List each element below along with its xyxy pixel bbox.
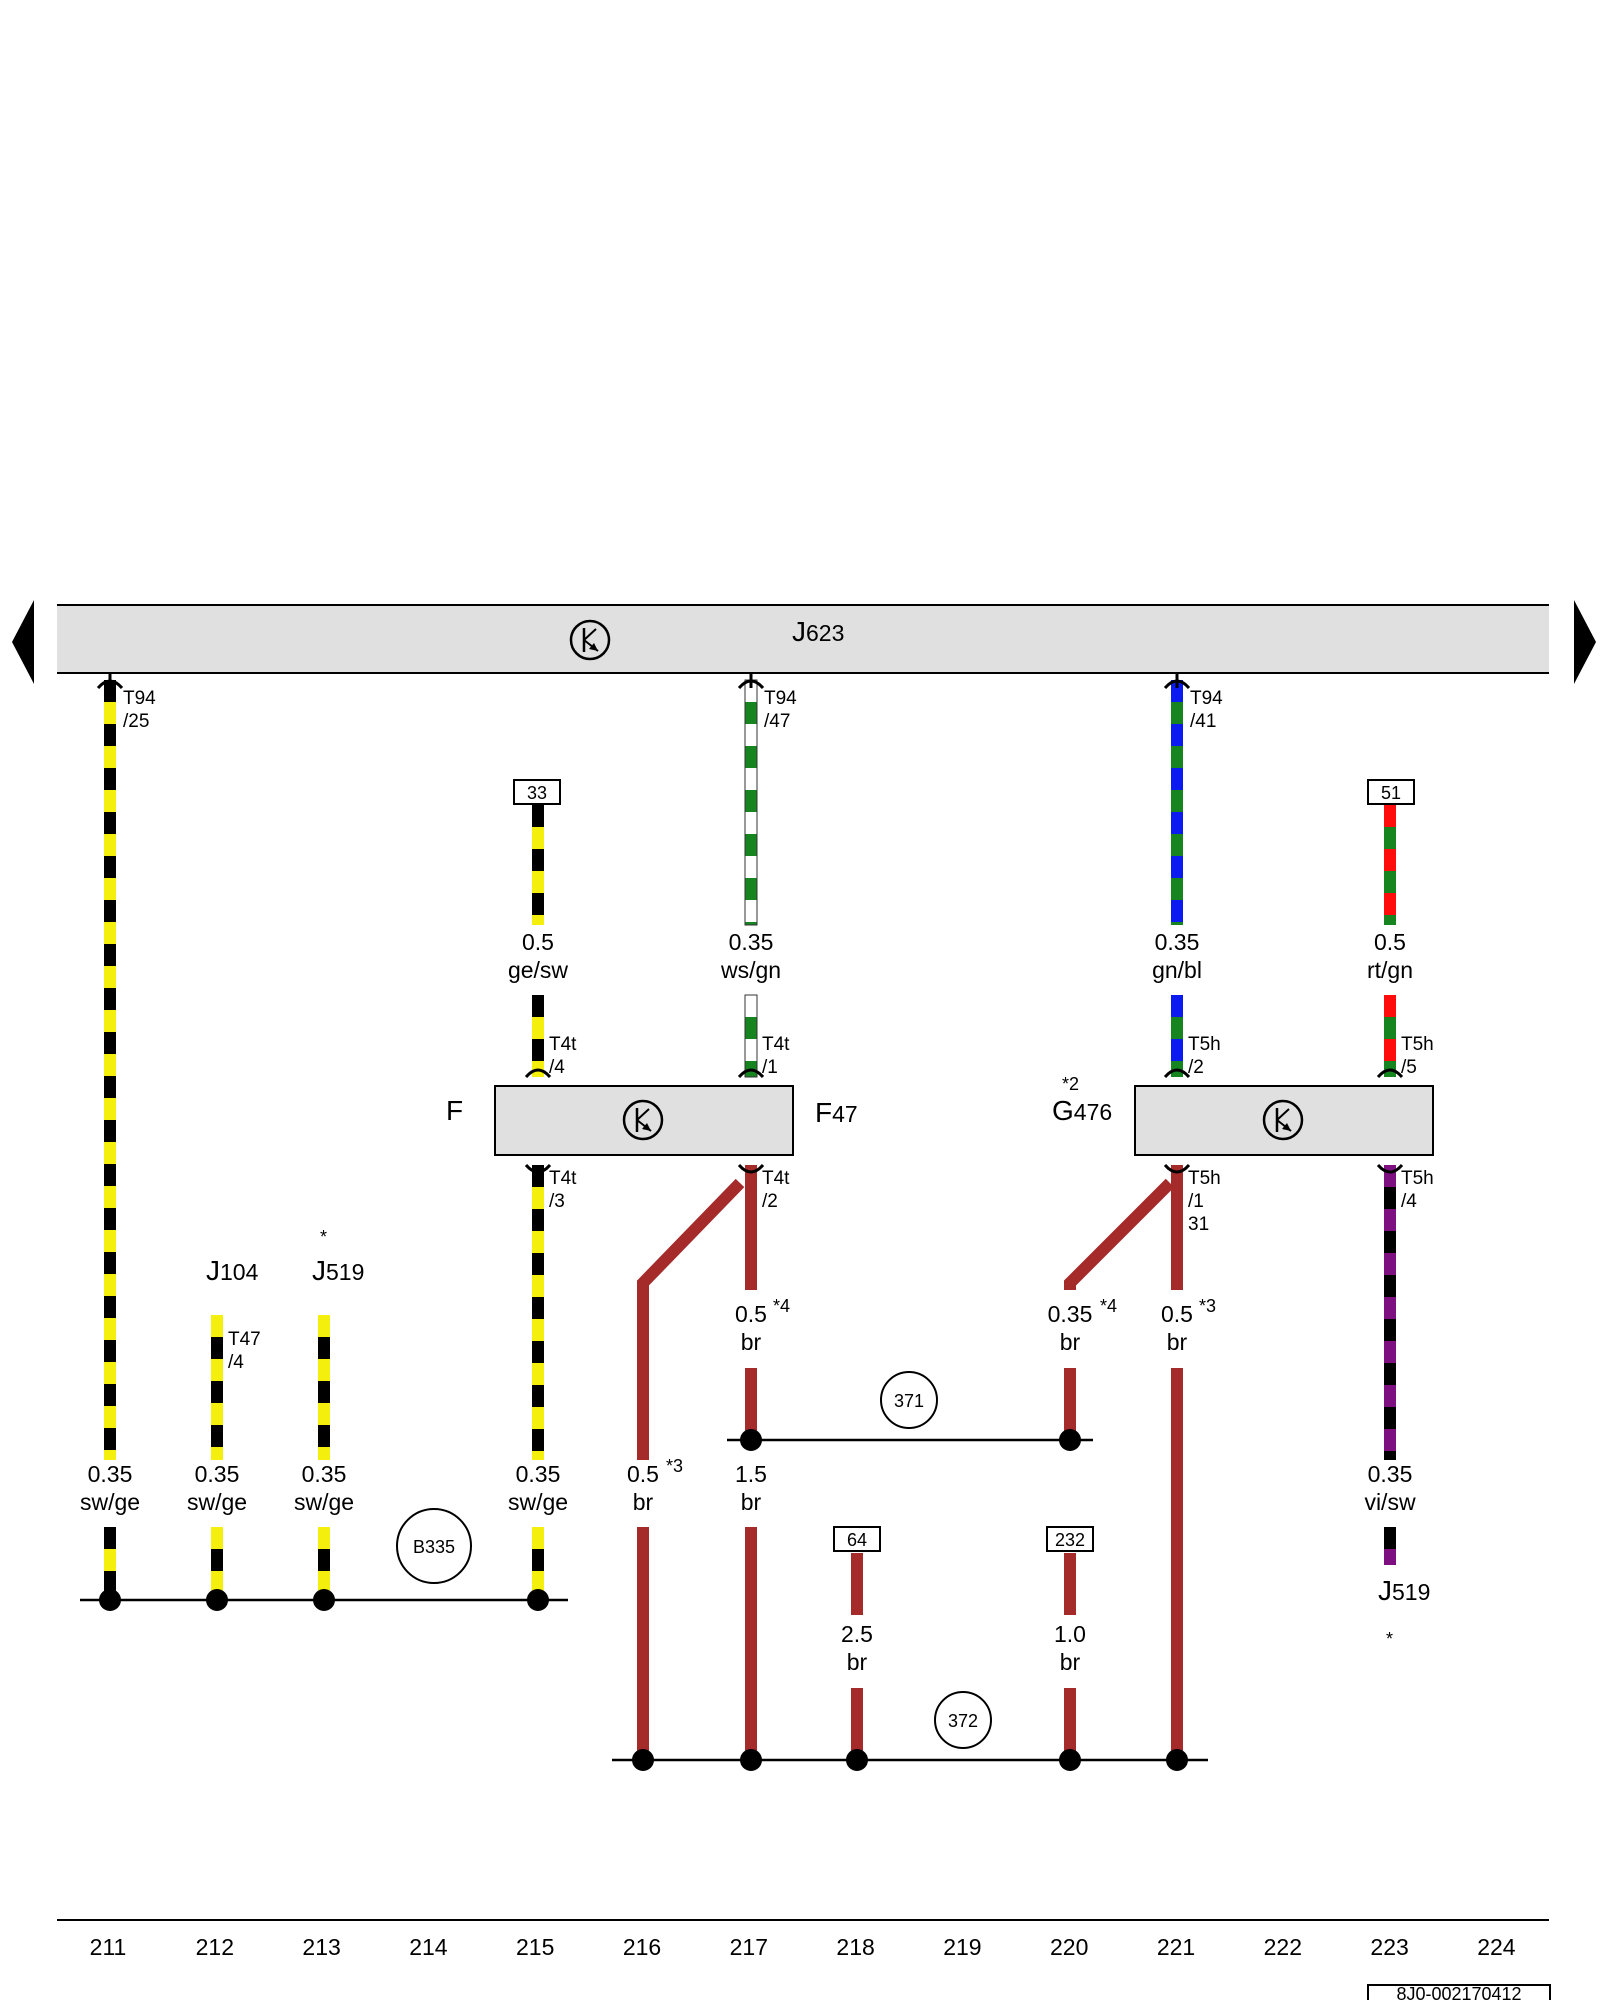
brown-wires bbox=[637, 1165, 1183, 1760]
prev-page-arrow[interactable] bbox=[12, 600, 34, 684]
module-f47[interactable] bbox=[494, 1085, 794, 1156]
svg-text:371: 371 bbox=[894, 1391, 924, 1411]
pin-t47-4: T47/4 bbox=[228, 1329, 261, 1373]
pin-t4t-3: T4t/3 bbox=[549, 1168, 577, 1212]
ground-point-371[interactable]: 371 bbox=[880, 1371, 938, 1429]
column-number: 223 bbox=[1370, 1934, 1408, 1960]
wire-217-mid-outline bbox=[744, 994, 758, 1078]
document-id: 8J0-002170412 bbox=[1367, 1984, 1551, 2000]
column-number: 211 bbox=[90, 1934, 127, 1960]
svg-text:33: 33 bbox=[527, 783, 547, 803]
module-label-j623: J623 bbox=[792, 616, 844, 647]
electronic-symbol-icon bbox=[622, 1099, 664, 1141]
module-note-g476: *2 bbox=[1062, 1074, 1079, 1094]
component-label-j519b: J519 bbox=[1378, 1575, 1430, 1606]
wires bbox=[104, 679, 1396, 1600]
junction-dots bbox=[99, 1429, 1188, 1771]
wire-216[interactable] bbox=[637, 1178, 745, 1460]
component-note-j519a: * bbox=[320, 1227, 327, 1247]
svg-text:232: 232 bbox=[1055, 1530, 1085, 1550]
pin-t94-47: T94/47 bbox=[764, 688, 797, 732]
column-number: 215 bbox=[516, 1934, 554, 1960]
column-number: 217 bbox=[730, 1934, 768, 1960]
svg-text:51: 51 bbox=[1381, 783, 1401, 803]
next-page-arrow[interactable] bbox=[1574, 600, 1596, 684]
module-label-g476: G476 bbox=[1052, 1095, 1112, 1126]
pin-t4t-1: T4t/1 bbox=[762, 1034, 790, 1078]
module-label-f: F bbox=[446, 1095, 463, 1126]
column-number: 224 bbox=[1477, 1934, 1516, 1960]
control-unit-j623[interactable]: J623 bbox=[57, 604, 1549, 674]
column-number: 222 bbox=[1264, 1934, 1302, 1960]
reference-box-33[interactable]: 33 bbox=[513, 779, 561, 805]
pin-t94-25: T94/25 bbox=[123, 688, 156, 732]
ground-point-b335[interactable]: B335 bbox=[396, 1508, 472, 1584]
svg-text:8J0-002170412: 8J0-002170412 bbox=[1396, 1984, 1521, 2000]
svg-text:372: 372 bbox=[948, 1711, 978, 1731]
column-number: 213 bbox=[302, 1934, 340, 1960]
electronic-symbol-icon bbox=[569, 619, 611, 661]
reference-box-64[interactable]: 64 bbox=[833, 1526, 881, 1552]
column-numbers: 211 212 213 214 215 216 217 218 219 220 221 222 223 2… bbox=[90, 1934, 1516, 1960]
wire-note-216: *3 bbox=[666, 1456, 683, 1476]
connector-caps bbox=[96, 674, 1404, 1174]
module-g476[interactable] bbox=[1134, 1085, 1434, 1156]
reference-box-51[interactable]: 51 bbox=[1367, 779, 1415, 805]
pin-t4t-2: T4t/2 bbox=[762, 1168, 790, 1212]
svg-text:B335: B335 bbox=[413, 1537, 455, 1557]
svg-text:64: 64 bbox=[847, 1530, 867, 1550]
module-label-f47: F47 bbox=[815, 1097, 858, 1128]
component-note-j519b: * bbox=[1386, 1629, 1393, 1649]
pin-t5h-2: T5h/2 bbox=[1188, 1034, 1221, 1078]
column-number: 219 bbox=[943, 1934, 981, 1960]
pin-labels: T94/25 T94/47 T94/41 T4t/4 T4t/1 T5h/2 T… bbox=[123, 688, 1434, 1373]
column-number: 220 bbox=[1050, 1934, 1088, 1960]
column-number: 216 bbox=[623, 1934, 661, 1960]
pin-t5h-4: T5h/4 bbox=[1401, 1168, 1434, 1212]
component-label-j519a: J519 bbox=[312, 1255, 364, 1286]
reference-box-232[interactable]: 232 bbox=[1046, 1526, 1094, 1552]
wire-note-220a: *4 bbox=[1100, 1296, 1117, 1316]
wire-220[interactable] bbox=[1064, 1178, 1175, 1290]
wire-note-221b: *3 bbox=[1199, 1296, 1216, 1316]
component-label-j104: J104 bbox=[206, 1255, 259, 1286]
pin-t4t-4: T4t/4 bbox=[549, 1034, 577, 1078]
wire-note-217b: *4 bbox=[773, 1296, 790, 1316]
column-number: 218 bbox=[836, 1934, 874, 1960]
column-number: 214 bbox=[409, 1934, 448, 1960]
ground-point-372[interactable]: 372 bbox=[934, 1691, 992, 1749]
wire-notes: *3 *4 *4 *3 bbox=[666, 1296, 1216, 1476]
pin-t5h-5: T5h/5 bbox=[1401, 1034, 1434, 1078]
electronic-symbol-icon bbox=[1262, 1099, 1304, 1141]
column-number: 221 bbox=[1157, 1934, 1195, 1960]
column-number: 212 bbox=[196, 1934, 234, 1960]
pin-t94-41: T94/41 bbox=[1190, 688, 1223, 732]
